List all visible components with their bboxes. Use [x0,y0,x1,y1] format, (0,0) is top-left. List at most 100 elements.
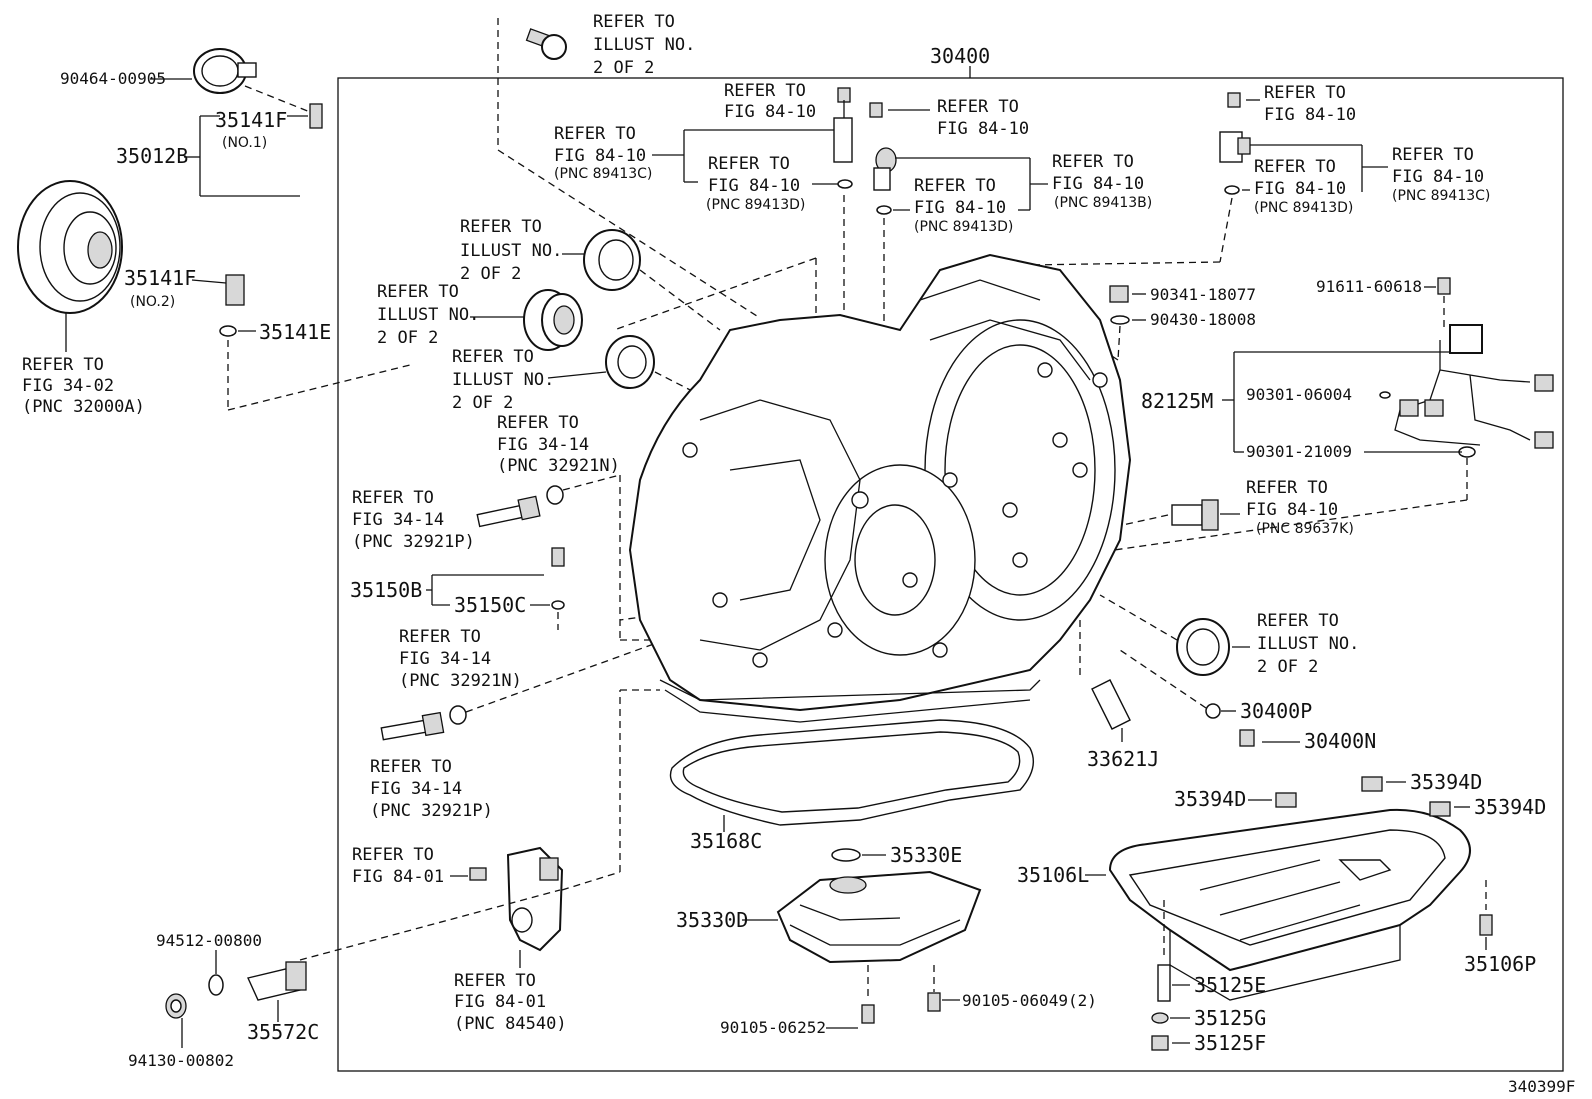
svg-text:90430-18008: 90430-18008 [1150,310,1256,329]
svg-text:90105-06252: 90105-06252 [720,1018,826,1037]
svg-text:REFER TO: REFER TO [593,12,675,32]
svg-text:90301-06004: 90301-06004 [1246,385,1352,404]
svg-text:REFER TO: REFER TO [1052,152,1134,172]
svg-text:35394D: 35394D [1174,787,1246,811]
svg-text:REFER TO: REFER TO [554,124,636,144]
svg-text:35125G: 35125G [1194,1006,1266,1030]
svg-text:REFER TO: REFER TO [1264,83,1346,103]
svg-text:2 OF 2: 2 OF 2 [377,328,438,348]
svg-text:82125M: 82125M [1141,389,1213,413]
magnet-2 [1361,776,1383,792]
clamp-90464 [193,48,257,94]
svg-text:91611-60618: 91611-60618 [1316,277,1422,296]
svg-text:33621J: 33621J [1087,747,1159,771]
svg-text:35141F: 35141F [124,266,196,290]
oil-seal-1 [583,229,641,291]
svg-text:(PNC 89413D): (PNC 89413D) [914,219,1013,235]
svg-text:35168C: 35168C [690,829,762,853]
svg-text:FIG 84-10: FIG 84-10 [1264,105,1356,125]
pipe-union-32921p [476,495,541,528]
plate-33621j [1091,679,1131,730]
svg-text:FIG 34-14: FIG 34-14 [352,510,444,530]
pnc-32000a: (PNC 32000A) [22,397,145,417]
svg-text:REFER TO: REFER TO [1257,611,1339,631]
svg-text:2 OF 2: 2 OF 2 [452,393,513,413]
oil-seal-right [1176,618,1230,676]
svg-text:90105-06049(2): 90105-06049(2) [962,991,1097,1010]
svg-text:(PNC 89413B): (PNC 89413B) [1054,195,1152,211]
svg-text:REFER TO: REFER TO [352,488,434,508]
svg-text:FIG 84-01: FIG 84-01 [454,992,546,1012]
control-lever-35572c [247,961,307,1001]
svg-text:ILLUST NO.: ILLUST NO. [1257,634,1359,654]
svg-text:REFER TO: REFER TO [914,176,996,196]
svg-text:(PNC 89413C): (PNC 89413C) [1392,188,1490,204]
svg-text:FIG 84-10: FIG 84-10 [1246,500,1338,520]
svg-text:(NO.1): (NO.1) [222,135,267,151]
svg-text:FIG 34-14: FIG 34-14 [370,779,462,799]
svg-text:REFER TO: REFER TO [452,347,534,367]
svg-text:35125E: 35125E [1194,973,1266,997]
svg-text:35572C: 35572C [247,1020,319,1044]
svg-text:(PNC 89413D): (PNC 89413D) [706,197,805,213]
svg-text:FIG 34-14: FIG 34-14 [497,435,589,455]
magnet-1 [1275,792,1297,808]
part-30400-label: 30400 [930,44,990,68]
svg-text:FIG 84-10: FIG 84-10 [937,119,1029,139]
neutral-switch [506,846,564,952]
wire-harness-82125m [1394,324,1554,449]
speed-sensor-89637k [1171,499,1219,531]
svg-text:REFER TO: REFER TO [399,627,481,647]
bolt-top-left [525,28,567,60]
nut-94130 [165,993,187,1019]
svg-text:35141E: 35141E [259,320,331,344]
svg-text:REFER TO: REFER TO [724,81,806,101]
svg-text:REFER TO: REFER TO [454,971,536,991]
pipe-union-lower [380,711,445,741]
svg-text:FIG 84-01: FIG 84-01 [352,867,444,887]
svg-text:FIG 84-10: FIG 84-10 [1392,167,1484,187]
svg-text:35330D: 35330D [676,908,748,932]
svg-text:REFER TO: REFER TO [460,217,542,237]
svg-text:REFER TO: REFER TO [497,413,579,433]
svg-text:90301-21009: 90301-21009 [1246,442,1352,461]
torque-converter [17,180,123,352]
svg-text:FIG 34-14: FIG 34-14 [399,649,491,669]
svg-text:(PNC 32921N): (PNC 32921N) [399,671,522,691]
svg-text:(PNC 32921P): (PNC 32921P) [352,532,475,552]
svg-text:ILLUST NO.: ILLUST NO. [377,305,479,325]
svg-text:30400N: 30400N [1304,729,1376,753]
svg-text:90341-18077: 90341-18077 [1150,285,1256,304]
svg-text:REFER TO: REFER TO [352,845,434,865]
svg-text:35106P: 35106P [1464,952,1536,976]
svg-text:FIG 84-10: FIG 84-10 [914,198,1006,218]
svg-text:(PNC 89413C): (PNC 89413C) [554,166,652,182]
svg-text:(NO.2): (NO.2) [130,294,175,310]
cooler-hose [225,103,323,306]
svg-text:35150C: 35150C [454,593,526,617]
svg-text:35394D: 35394D [1410,770,1482,794]
svg-text:REFER TO: REFER TO [1246,478,1328,498]
oil-pan-35106l [1108,808,1471,1001]
seal-2 [523,289,583,351]
diagram-id: 340399F [1508,1077,1575,1096]
svg-text:35150B: 35150B [350,578,422,602]
svg-text:FIG 84-10: FIG 84-10 [1254,179,1346,199]
svg-text:FIG 84-10: FIG 84-10 [554,146,646,166]
sensor-89413c [1219,131,1251,163]
svg-text:2 OF 2: 2 OF 2 [593,58,654,78]
svg-text:(PNC 84540): (PNC 84540) [454,1014,567,1034]
assembly-frame [337,77,1564,1072]
svg-text:(PNC 32921P): (PNC 32921P) [370,801,493,821]
svg-text:FIG 84-10: FIG 84-10 [708,176,800,196]
svg-text:REFER TO: REFER TO [937,97,1019,117]
svg-text:REFER TO: REFER TO [22,355,104,375]
svg-text:35012B: 35012B [116,144,188,168]
magnet-3 [1429,801,1451,817]
svg-text:REFER TO: REFER TO [377,282,459,302]
transmission-case [628,253,1132,723]
solenoid-89413b [873,147,897,191]
svg-text:2 OF 2: 2 OF 2 [1257,657,1318,677]
svg-text:FIG 84-10: FIG 84-10 [724,102,816,122]
